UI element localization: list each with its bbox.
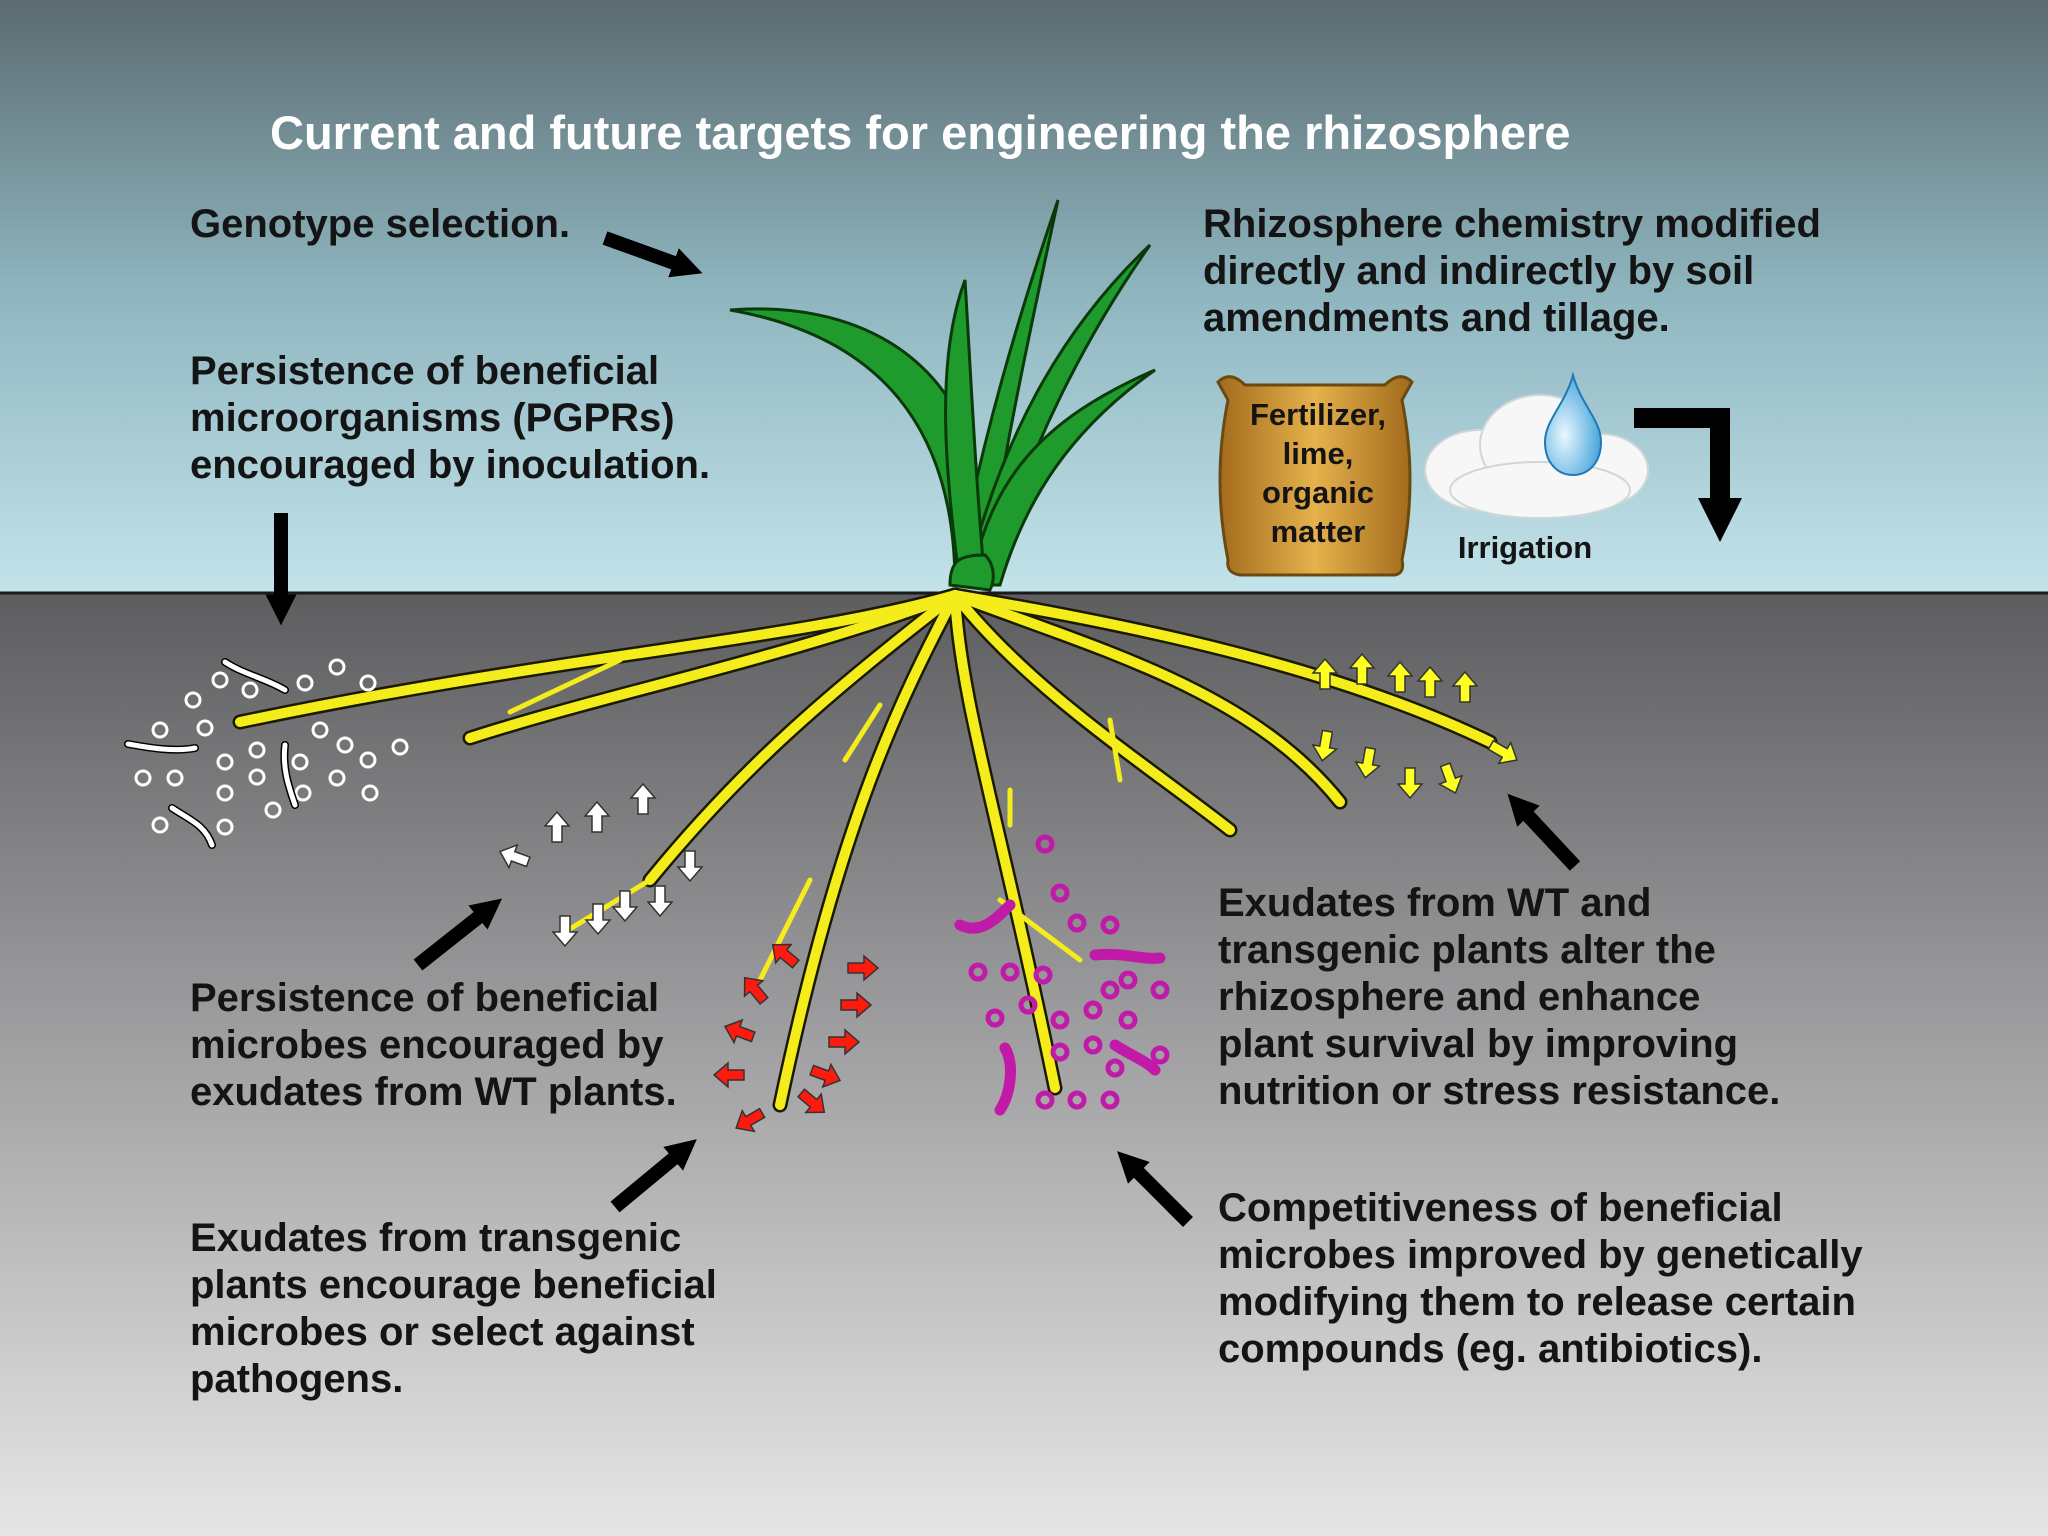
exudate-arrow: [828, 1028, 861, 1056]
label-rhizosphere-chemistry: Rhizosphere chemistry modified directly …: [1203, 202, 1821, 340]
exudate-arrow: [743, 976, 769, 1005]
exudate-arrow: [1487, 739, 1518, 765]
exudate-arrow: [646, 885, 674, 918]
label-genotype-selection: Genotype selection.: [190, 202, 571, 246]
exudate-arrow: [1354, 746, 1382, 779]
arrow-soil-amendments: [1634, 408, 1743, 543]
exudate-arrow: [840, 991, 873, 1019]
exudate-arrow: [771, 943, 800, 969]
exudate-arrow: [1451, 670, 1479, 703]
pointer-arrows: [265, 231, 1743, 1227]
bacteria-icon: [954, 899, 1166, 1116]
cloud-icon: [1424, 394, 1649, 519]
exudate-arrow: [583, 800, 611, 833]
exudate-arrow: [629, 782, 657, 815]
white-exudate-arrows: [498, 782, 704, 948]
inoculant-microbes: [134, 658, 409, 836]
exudate-arrow: [1311, 657, 1339, 690]
label-alter-rhizosphere: Exudates from WT and transgenic plants a…: [1218, 881, 1781, 1113]
exudate-arrow: [1437, 762, 1464, 795]
label-transgenic-exudates: Exudates from transgenic plants encourag…: [190, 1216, 717, 1401]
fertilizer-bag-icon: [1216, 375, 1414, 577]
exudate-arrow: [543, 810, 571, 843]
diagram-title: Current and future targets for engineeri…: [270, 106, 1571, 159]
label-wt-exudates: Persistence of beneficial microbes encou…: [190, 976, 677, 1114]
exudate-arrow: [797, 1088, 826, 1114]
exudate-arrow: [723, 1018, 756, 1045]
label-inoculation: Persistence of beneficial microorganisms…: [190, 349, 711, 487]
label-competitiveness: Competitiveness of beneficial microbes i…: [1218, 1186, 1863, 1371]
bacteria-icon: [124, 658, 299, 849]
exudate-arrow: [1416, 665, 1444, 698]
exudate-arrow: [1396, 767, 1424, 800]
arrow-competitiveness: [1117, 1151, 1193, 1227]
exudate-arrow: [809, 1062, 842, 1089]
exudate-arrow: [847, 954, 880, 982]
exudate-arrow: [611, 890, 639, 923]
exudate-arrow: [584, 903, 612, 936]
exudate-arrow: [712, 1061, 745, 1089]
exudate-arrow: [498, 843, 531, 870]
plant-icon: [729, 199, 1156, 592]
exudate-arrow: [1348, 652, 1376, 685]
exudate-arrow: [735, 1107, 766, 1133]
exudate-arrow: [1311, 729, 1339, 762]
arrow-transgenic-exudates: [610, 1139, 697, 1213]
exudate-arrow: [676, 850, 704, 883]
exudate-arrow: [551, 915, 579, 948]
yellow-exudate-arrows: [1311, 652, 1518, 800]
exudate-arrow: [1386, 660, 1414, 693]
root-system-icon: [232, 587, 1498, 1113]
fertilizer-bag-label: Fertilizer, lime, organic matter: [1249, 397, 1387, 549]
irrigation-label: Irrigation: [1457, 530, 1593, 565]
red-exudate-arrows: [712, 943, 880, 1133]
arrow-alter-rhizosphere: [1507, 793, 1581, 871]
water-drop-icon: [1543, 371, 1603, 477]
engineered-microbes: [968, 834, 1170, 1110]
arrow-wt-exudates: [413, 898, 503, 971]
arrow-genotype: [602, 231, 703, 278]
